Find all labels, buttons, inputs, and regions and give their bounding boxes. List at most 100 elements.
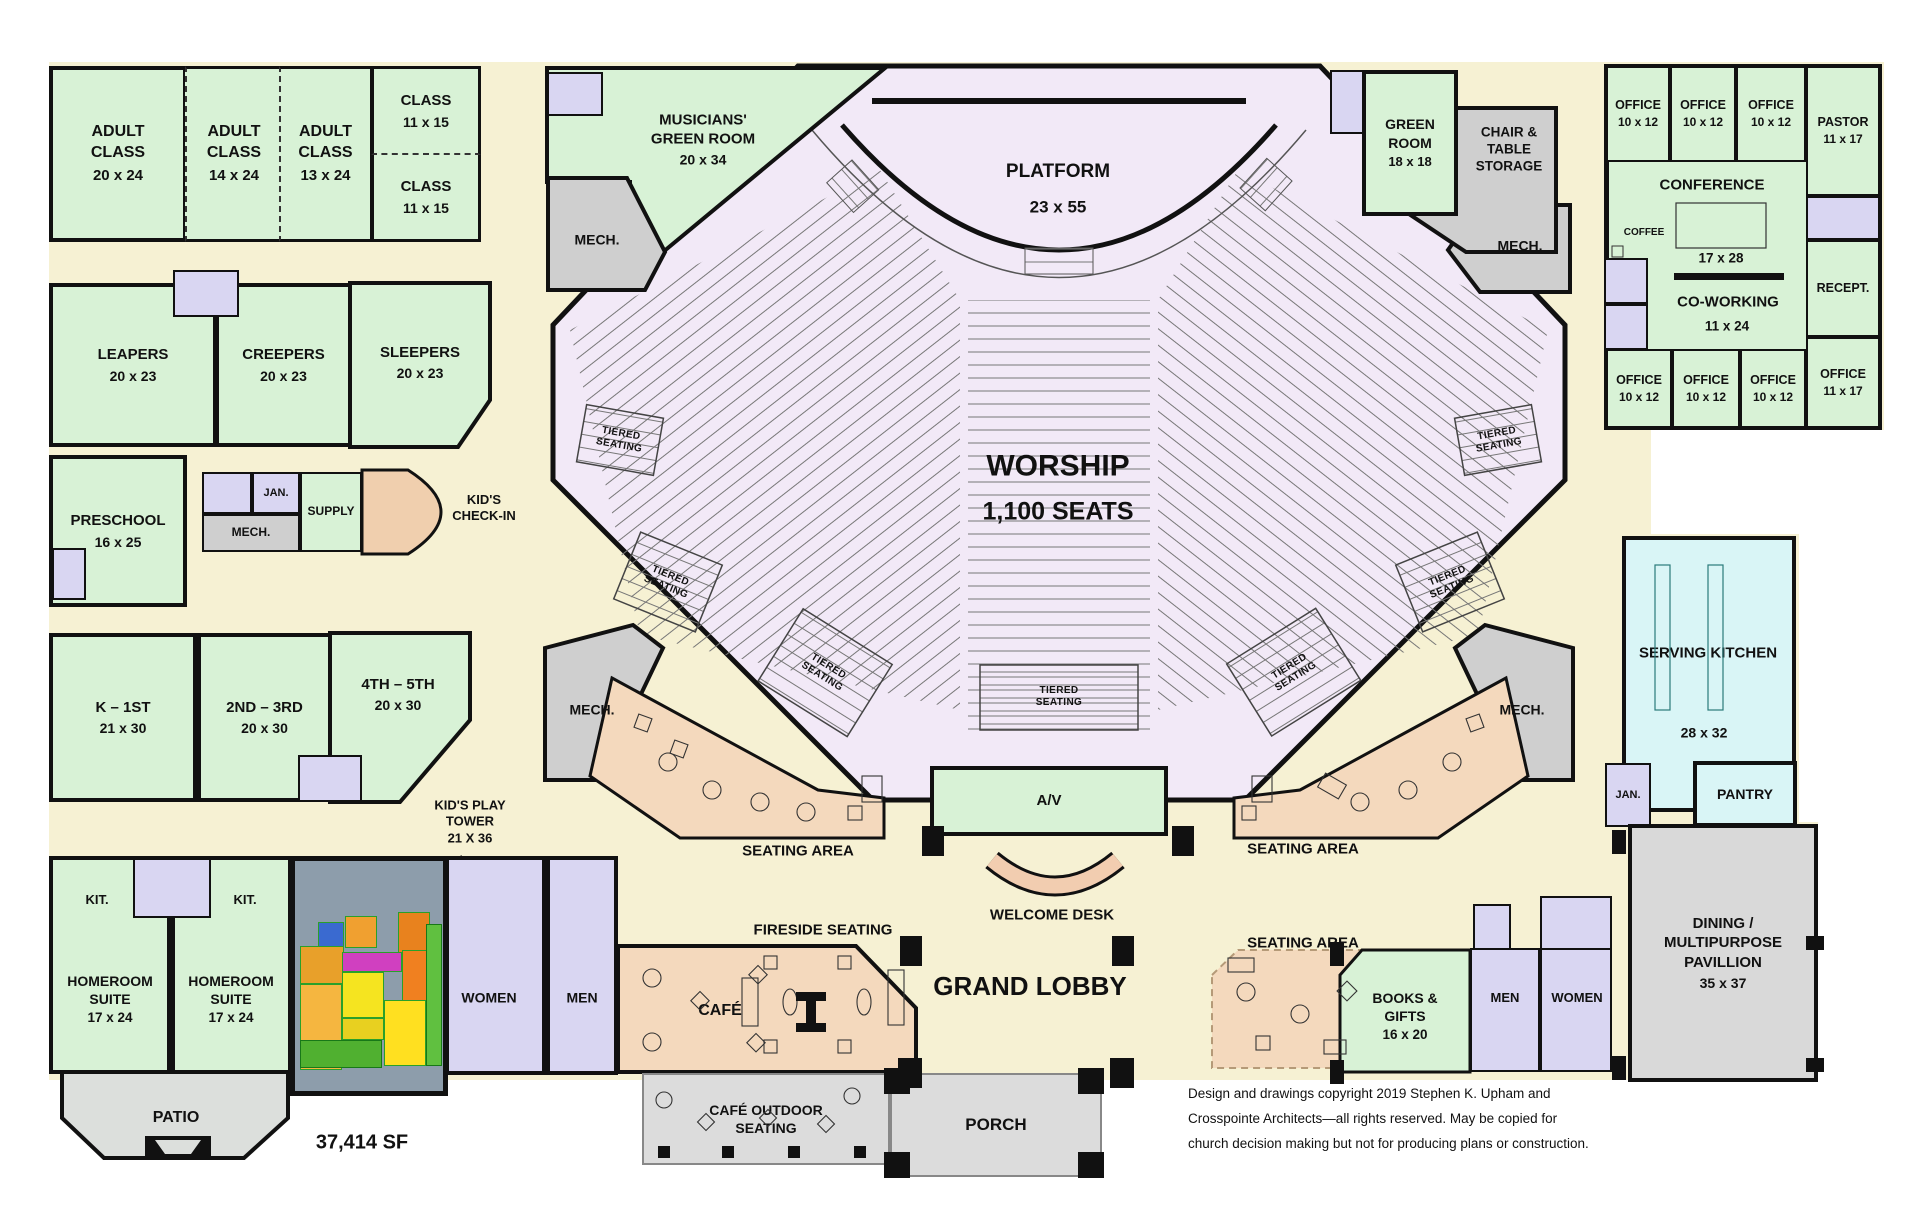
label-worship-seats: 1,100 SEATS [982,497,1134,526]
copyright-line-3: church decision making but not for produ… [1188,1135,1589,1151]
label-kids-checkin: KID'S CHECK-IN [452,491,516,523]
conference-coworking-wall [1674,273,1784,280]
label-seating-area-left: SEATING AREA [742,842,854,860]
room-dims: 11 x 15 [403,199,449,216]
room-label: CLASS [400,92,452,110]
label-serving-kitchen-dims: 28 x 32 [1680,724,1728,741]
label-grand-lobby: GRAND LOBBY [933,970,1127,1001]
label-women-left: WOMEN [461,989,517,1006]
label-women-right: WOMEN [1551,989,1603,1005]
room-adult-class-1: ADULT CLASS 20 x 24 [49,66,187,242]
room-men-left [546,856,618,1075]
platform-edge [811,98,1307,279]
room-creepers: CREEPERS 20 x 23 [215,283,352,447]
label-kids-play-tower: KID'S PLAY TOWER 21 X 36 [434,797,506,846]
room-label: CLASS [400,178,452,196]
label-4th-5th: 4TH – 5TH 20 x 30 [361,675,435,713]
room-label: PRESCHOOL [70,512,166,530]
label-total-area: 37,414 SF [315,1131,409,1154]
room-nursery-restroom [173,270,239,317]
room-dims: 21 x 30 [99,720,147,737]
room-label: SUPPLY [307,504,355,519]
room-label: 2ND – 3RD [226,698,303,716]
label-conference-dims: 17 x 28 [1698,250,1744,266]
room-dims: 14 x 24 [208,167,260,185]
room-dims: 11 x 15 [403,113,449,130]
room-jan-kids: JAN. [252,472,300,514]
label-seating-area-books: SEATING AREA [1247,934,1359,952]
room-class-a: CLASS 11 x 15 [371,66,481,155]
label-coffee: COFFEE [1623,226,1665,238]
label-tiered-3: TIERED SEATING [799,651,848,694]
label-tiered-7: TIERED SEATING [1475,424,1523,455]
label-sleepers: SLEEPERS 20 x 23 [379,343,461,381]
kids-checkin-shape [360,468,443,556]
copyright-line-2: Crosspointe Architects—all rights reserv… [1188,1110,1558,1126]
room-dims: 20 x 23 [260,367,307,384]
label-worship: WORSHIP [986,449,1130,483]
room-label: CREEPERS [242,346,325,364]
cafe-fireside-shape [616,944,918,1074]
label-mech-se: MECH. [1499,701,1545,718]
room-k-1st: K – 1ST 21 x 30 [49,633,197,802]
label-tiered-1: TIERED SEATING [595,424,643,455]
room-greenroom-restroom [1330,70,1364,134]
label-coworking: CO-WORKING [1677,293,1779,311]
label-chair-storage: CHAIR & TABLE STORAGE [1475,124,1543,174]
room-homeroom-restrooms [133,858,211,918]
room-cafe-outdoor: CAFÉ OUTDOOR SEATING [642,1073,890,1165]
room-office-restroom-1 [1604,258,1648,304]
room-jan-kitchen: JAN. [1605,763,1651,827]
room-supply: SUPPLY [300,472,362,552]
label-homeroom-2: HOMEROOM SUITE 17 x 24 [188,973,274,1026]
room-class-b: CLASS 11 x 15 [371,155,481,242]
room-label: K – 1ST [95,698,151,716]
label-men-left: MEN [566,989,598,1006]
label-serving-kitchen: SERVING KITCHEN [1638,644,1778,662]
label-conference: CONFERENCE [1659,176,1765,194]
room-kids-restroom [202,472,252,514]
label-tiered-4: TIERED SEATING [1035,685,1083,708]
room-label: LEAPERS [97,346,169,364]
room-label: ADULT CLASS [298,123,353,162]
room-av: A/V [930,766,1168,836]
label-tiered-2: TIERED SEATING [642,563,691,601]
label-seating-area-right: SEATING AREA [1247,840,1359,858]
room-elem-restroom [298,755,362,802]
room-dims: 20 x 30 [241,720,288,737]
label-tiered-5: TIERED SEATING [1270,651,1319,694]
room-porch: PORCH [890,1073,1102,1177]
label-mech-ne: MECH. [1497,237,1543,254]
room-musicians-restroom [547,72,603,116]
label-platform: PLATFORM [1005,161,1111,183]
room-mech-kids: MECH. [202,514,300,552]
room-preschool-restroom [52,548,86,600]
room-dims: 16 x 25 [94,533,142,550]
room-women-right-stalls [1540,896,1612,950]
label-tiered-6: TIERED SEATING [1427,563,1476,601]
room-dims: 18 x 18 [1388,153,1432,169]
copyright-line-1: Design and drawings copyright 2019 Steph… [1188,1086,1551,1101]
label-books-gifts: BOOKS & GIFTS 16 x 20 [1372,990,1438,1043]
room-label: ADULT CLASS [90,123,146,162]
room-men-right [1470,948,1540,1072]
label-cafe: CAFÉ [698,1002,742,1019]
room-adult-class-3: ADULT CLASS 13 x 24 [279,66,373,242]
label-patio: PATIO [152,1109,200,1126]
room-label: MECH. [231,525,271,540]
label-kit-2: KIT. [233,891,257,907]
room-label: ADULT CLASS [206,123,262,162]
room-green-room: GREEN ROOM 18 x 18 [1362,70,1458,216]
room-dining-pavillion: DINING / MULTIPURPOSE PAVILLION 35 x 37 [1628,824,1818,1082]
room-pastor-restroom [1806,196,1880,240]
welcome-desk-shape [985,851,1125,897]
room-label: JAN. [263,486,289,499]
